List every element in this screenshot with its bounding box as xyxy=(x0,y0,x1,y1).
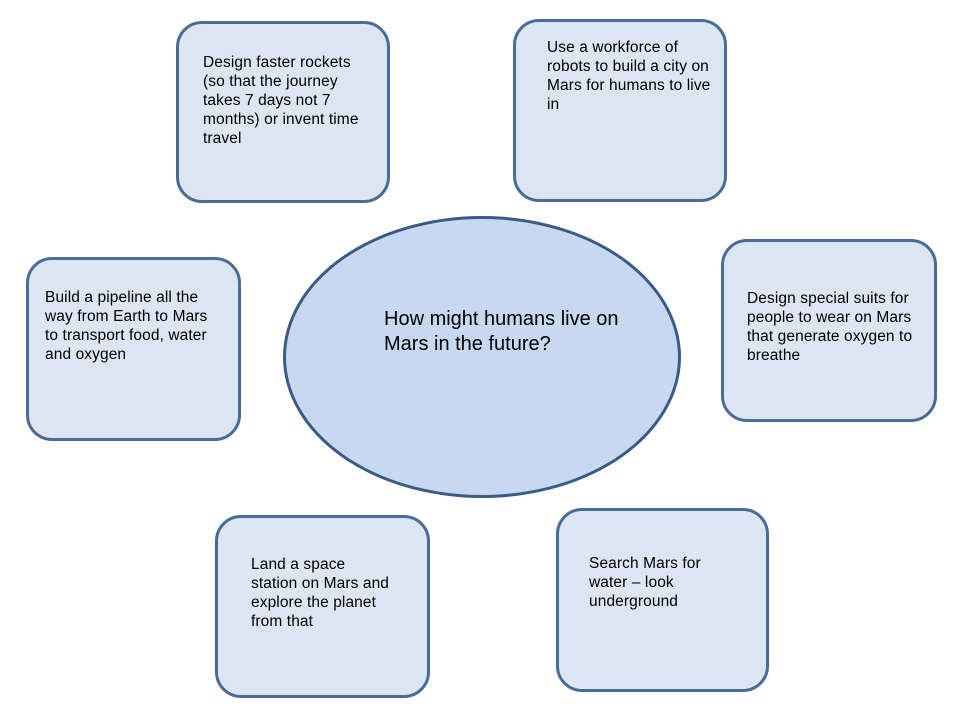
idea-box-space-station: Land a space station on Mars and explore… xyxy=(215,515,430,698)
central-question-text: How might humans live on Mars in the fut… xyxy=(384,308,619,355)
idea-text-robot-workforce: Use a workforce of robots to build a cit… xyxy=(547,39,711,113)
idea-box-faster-rockets: Design faster rockets (so that the journ… xyxy=(176,21,390,203)
idea-box-oxygen-suits: Design special suits for people to wear … xyxy=(721,239,937,422)
idea-box-search-water: Search Mars for water – look underground xyxy=(556,508,769,692)
idea-text-oxygen-suits: Design special suits for people to wear … xyxy=(747,290,913,364)
idea-text-search-water: Search Mars for water – look underground xyxy=(589,555,701,610)
idea-box-pipeline: Build a pipeline all the way from Earth … xyxy=(26,257,241,441)
idea-text-pipeline: Build a pipeline all the way from Earth … xyxy=(45,289,208,363)
central-question-oval xyxy=(283,216,681,498)
idea-text-space-station: Land a space station on Mars and explore… xyxy=(251,556,390,630)
idea-text-faster-rockets: Design faster rockets (so that the journ… xyxy=(203,54,359,147)
idea-box-robot-workforce: Use a workforce of robots to build a cit… xyxy=(513,19,727,202)
